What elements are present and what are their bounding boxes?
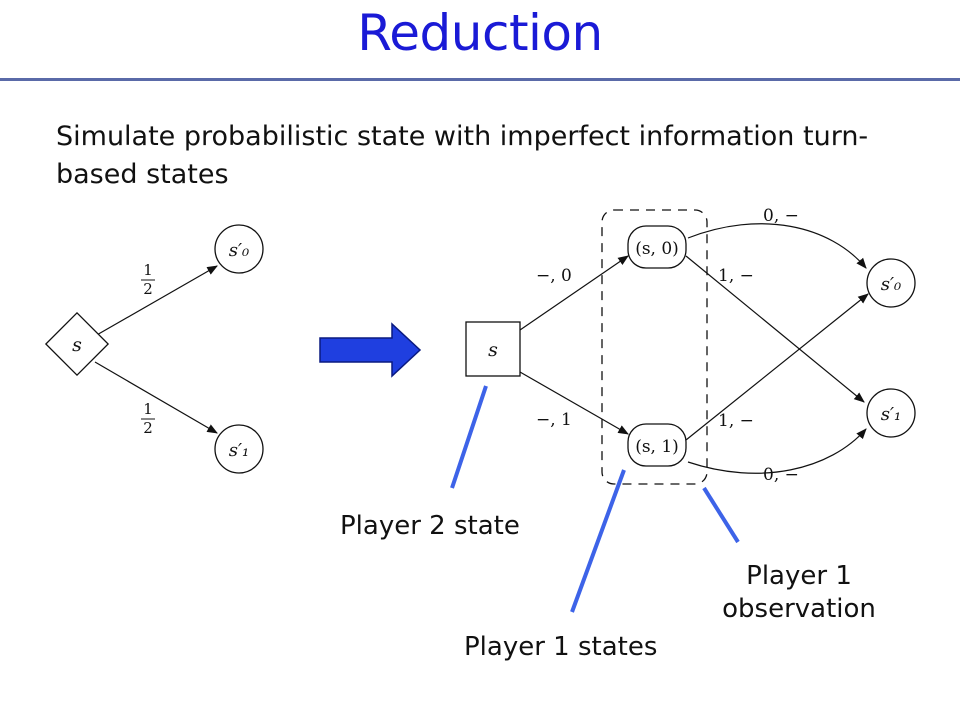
label-player1-observation-line2: observation (722, 594, 876, 624)
right-node-s0 (866, 258, 916, 308)
right-node-s0-label: s′₀ (881, 274, 902, 295)
edge-label-s1-s0p: 1, − (718, 411, 754, 431)
edge-s-to-s0 (519, 255, 629, 331)
observation-dashed-box (601, 209, 708, 485)
left-node-s-label: s (72, 334, 82, 356)
label-player2-state: Player 2 state (340, 511, 520, 541)
node-s-0-label: (s, 0) (635, 239, 679, 259)
prob-bottom-denominator: 2 (143, 419, 153, 437)
edge-label-s0-s1p: 1, − (718, 266, 754, 286)
edge-s-to-s1 (519, 371, 629, 435)
pointer-player1-observation (702, 486, 740, 544)
node-s-1-label: (s, 1) (635, 437, 679, 457)
edge-s0-to-s0p (687, 223, 867, 269)
left-node-s1 (214, 424, 264, 474)
page-title: Reduction (357, 4, 603, 62)
left-edge-bottom (94, 361, 218, 434)
left-node-s0 (214, 224, 264, 274)
edge-label-s1-s1p: 0, − (763, 465, 799, 485)
edge-s1-to-s1p (687, 428, 867, 474)
left-graph: s s′₀ s′₁ 1 2 1 2 (44, 224, 264, 474)
left-edge-top (94, 265, 218, 337)
left-node-s0-label: s′₀ (229, 240, 250, 261)
slide-subtitle: Simulate probabilistic state with imperf… (56, 121, 869, 190)
node-s-1 (627, 423, 687, 467)
prob-bottom-numerator: 1 (143, 400, 153, 418)
right-node-s-label: s (488, 339, 498, 361)
title-divider (0, 78, 960, 81)
transform-arrow-icon (319, 322, 422, 378)
edge-label-s-s1: −, 1 (536, 410, 572, 430)
edge-s1-to-s0p (685, 293, 869, 441)
label-player1-observation-line1: Player 1 (746, 561, 852, 591)
right-node-s1 (866, 388, 916, 438)
prob-top-denominator: 2 (143, 280, 153, 298)
pointer-player1-states (570, 469, 626, 613)
left-node-s-diamond (44, 311, 110, 377)
label-player1-states: Player 1 states (464, 632, 657, 662)
left-node-s1-label: s′₁ (229, 440, 250, 461)
right-node-s-square (465, 321, 521, 377)
edge-label-s0-s0p: 0, − (763, 206, 799, 226)
pointer-player2-state (450, 385, 488, 489)
right-node-s1-label: s′₁ (881, 404, 902, 425)
edge-label-s-s0: −, 0 (536, 266, 572, 286)
edge-s0-to-s1p (685, 255, 865, 403)
prob-top-numerator: 1 (143, 261, 153, 279)
node-s-0 (627, 225, 687, 269)
right-graph: s (s, 0) (s, 1) s′₀ s′₁ −, 0 −, 1 0, − 1… (465, 206, 916, 485)
